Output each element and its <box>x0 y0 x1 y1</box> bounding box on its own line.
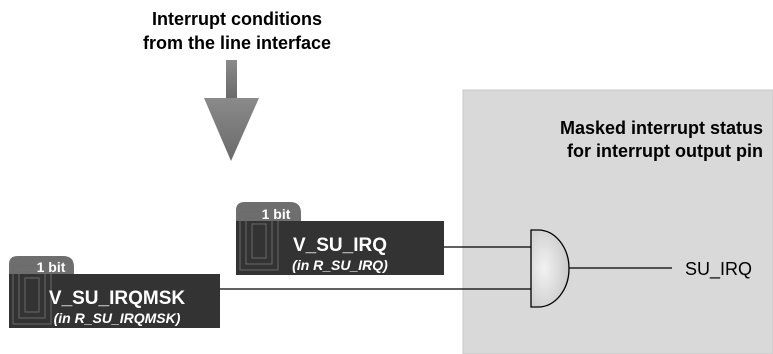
panel-title-line2: for interrupt output pin <box>567 141 763 161</box>
register-tab-label: 1 bit <box>262 206 291 222</box>
panel-title-line1: Masked interrupt status <box>560 118 763 138</box>
register-v-su-irqmsk: 1 bit V_SU_IRQMSK (in R_SU_IRQMSK) <box>9 256 220 328</box>
register-name: V_SU_IRQMSK <box>49 288 185 309</box>
output-label: SU_IRQ <box>685 259 752 280</box>
register-tab-label: 1 bit <box>37 259 66 275</box>
heading-line2: from the line interface <box>143 33 331 53</box>
down-arrow-icon <box>204 60 259 161</box>
heading-line1: Interrupt conditions <box>152 9 322 29</box>
register-v-su-irq: 1 bit V_SU_IRQ (in R_SU_IRQ) <box>236 202 444 275</box>
register-texture <box>12 265 52 325</box>
register-location: (in R_SU_IRQMSK) <box>54 310 181 326</box>
masked-status-panel <box>462 89 773 354</box>
register-texture <box>239 211 279 271</box>
register-name: V_SU_IRQ <box>293 235 387 256</box>
and-gate-icon <box>530 229 570 308</box>
register-location: (in R_SU_IRQ) <box>292 257 388 273</box>
